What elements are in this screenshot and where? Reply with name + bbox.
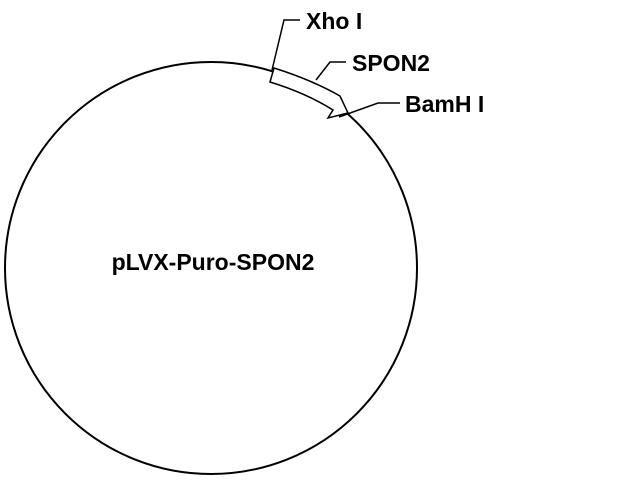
- plasmid-name: pLVX-Puro-SPON2: [112, 249, 315, 275]
- bamh-i-leader-line: [338, 102, 400, 118]
- xho-i-leader-line: [271, 19, 300, 71]
- xho-i-label: Xho I: [306, 8, 362, 34]
- plasmid-backbone-circle: [4, 61, 418, 475]
- spon2-label: SPON2: [352, 50, 430, 76]
- bamh-i-label: BamH I: [405, 91, 484, 117]
- spon2-leader-line: [315, 61, 346, 81]
- insert-arrow: [269, 67, 350, 120]
